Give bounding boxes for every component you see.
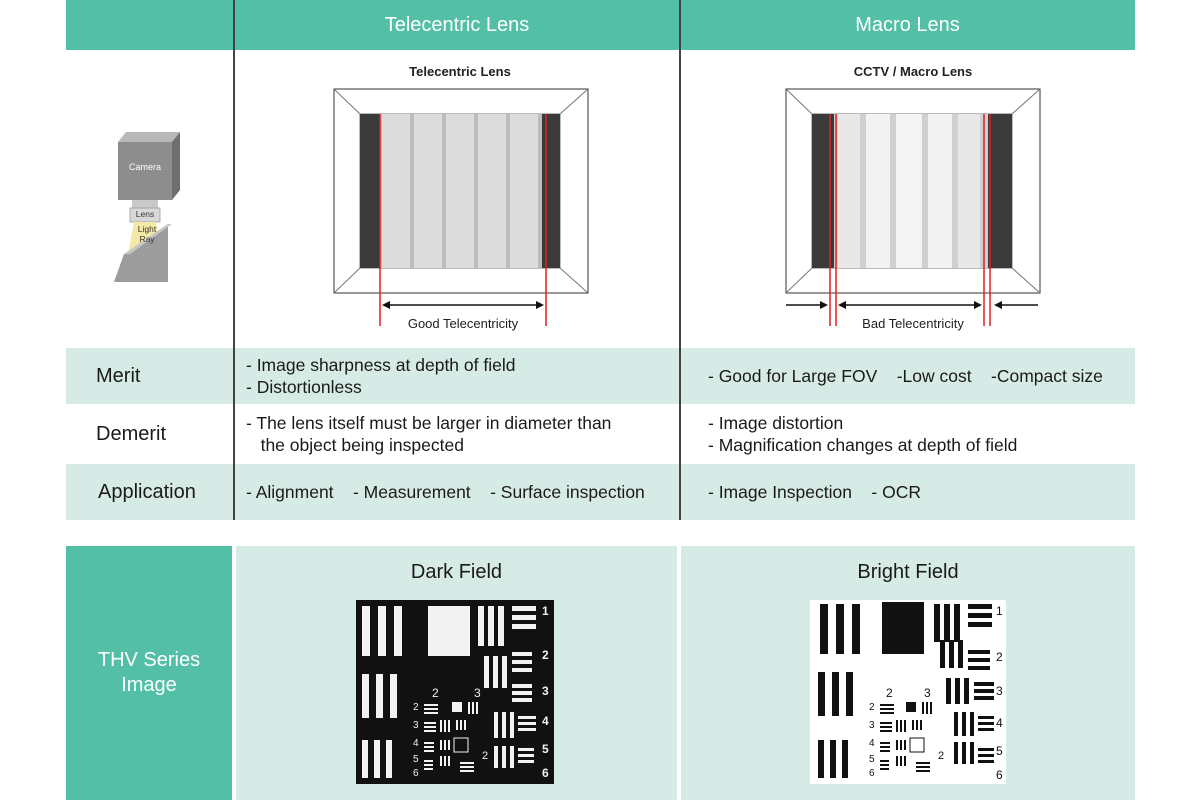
macro-illustration <box>785 88 1041 326</box>
macro-diagram-title: CCTV / Macro Lens <box>853 64 973 79</box>
application-label: Application <box>98 480 196 503</box>
application-telecentric-cell: - Alignment - Measurement - Surface insp… <box>246 464 676 520</box>
bright-inner-top-3: 3 <box>924 686 931 700</box>
application-macro-cell: - Image Inspection - OCR <box>708 464 1132 520</box>
dark-field-inner-labels: 2 3 2 3 4 5 6 2 <box>356 600 554 784</box>
bright-inner-top-2: 2 <box>886 686 893 700</box>
bright-side-number-5: 5 <box>996 744 1003 758</box>
dark-side-number-3: 3 <box>542 684 549 698</box>
header-telecentric: Telecentric Lens <box>234 0 680 50</box>
application-macro-line-1: - Image Inspection - OCR <box>708 482 921 502</box>
bright-inner-left-3: 3 <box>869 720 875 731</box>
dark-side-number-5: 5 <box>542 742 549 756</box>
demerit-telecentric-line-2: the object being inspected <box>246 435 464 455</box>
application-row <box>66 464 1135 520</box>
demerit-macro-line-2: - Magnification changes at depth of fiel… <box>708 435 1018 455</box>
telecentric-illustration <box>333 88 589 326</box>
macro-caption: Bad Telecentricity <box>862 316 964 331</box>
merit-label: Merit <box>96 364 141 387</box>
dark-field-bars <box>362 606 536 778</box>
bright-side-number-2: 2 <box>996 650 1003 664</box>
dark-side-number-4: 4 <box>542 714 549 728</box>
telecentric-diagram <box>330 86 592 334</box>
bright-inner-left-2: 2 <box>869 702 875 713</box>
telecentric-caption: Good Telecentricity <box>407 316 519 331</box>
lens-label: Lens <box>135 209 155 219</box>
merit-row <box>66 348 1135 404</box>
header-telecentric-title: Telecentric Lens <box>384 13 530 36</box>
bright-inner-left-5: 5 <box>869 754 875 765</box>
bright-side-number-1: 1 <box>996 604 1003 618</box>
bright-inner-small-2: 2 <box>938 750 945 762</box>
bright-field-bars <box>818 602 994 778</box>
bright-field-target <box>810 600 1006 784</box>
bright-side-number-4: 4 <box>996 716 1003 730</box>
dark-inner-left-6: 6 <box>413 768 419 779</box>
thv-series-line-1: THV Series <box>97 649 201 671</box>
merit-telecentric-cell: - Image sharpness at depth of field - Di… <box>246 348 676 404</box>
light-label-1: Light <box>137 224 157 234</box>
merit-telecentric-line-1: - Image sharpness at depth of field <box>246 355 516 375</box>
header-macro: Macro Lens <box>680 0 1135 50</box>
merit-telecentric-line-2: - Distortionless <box>246 377 362 397</box>
telecentric-diagram-title: Telecentric Lens <box>409 64 511 79</box>
camera-label: Camera <box>128 162 161 172</box>
dark-inner-left-2: 2 <box>413 702 419 713</box>
merit-macro-cell: - Good for Large FOV -Low cost -Compact … <box>708 348 1132 404</box>
dark-inner-left-3: 3 <box>413 720 419 731</box>
application-telecentric-line-1: - Alignment - Measurement - Surface insp… <box>246 482 645 502</box>
dark-inner-left-5: 5 <box>413 754 419 765</box>
header-bar-left <box>66 0 234 50</box>
bright-field-side-numbers: 1 2 3 4 5 6 <box>994 600 1008 784</box>
light-label-2: Ray <box>139 234 155 244</box>
camera-diagram: Camera Lens Light Ray <box>110 128 190 288</box>
dark-field-title: Dark Field <box>410 561 503 583</box>
bright-side-number-3: 3 <box>996 684 1003 698</box>
dark-side-number-6: 6 <box>542 766 549 780</box>
demerit-macro-cell: - Image distortion - Magnification chang… <box>708 406 1132 462</box>
bright-side-number-6: 6 <box>996 768 1003 782</box>
dark-inner-top-3: 3 <box>474 686 481 700</box>
bright-inner-left-6: 6 <box>869 768 875 779</box>
column-divider-right <box>679 0 681 520</box>
demerit-macro-line-1: - Image distortion <box>708 413 844 433</box>
column-divider-left <box>233 0 235 520</box>
thv-series-line-2: Image <box>121 674 177 696</box>
dark-inner-top-2: 2 <box>432 686 439 700</box>
dark-side-number-1: 1 <box>542 604 549 618</box>
dark-side-number-2: 2 <box>542 648 549 662</box>
dark-field-target <box>356 600 554 784</box>
macro-diagram <box>782 86 1042 334</box>
demerit-telecentric-line-1: - The lens itself must be larger in diam… <box>246 413 612 433</box>
demerit-telecentric-cell: - The lens itself must be larger in diam… <box>246 406 676 462</box>
bright-field-inner-labels: 2 3 2 3 4 5 6 2 <box>810 600 1006 784</box>
bright-field-title: Bright Field <box>857 561 959 583</box>
camera-illustration <box>114 132 180 282</box>
thv-series-label: THV Series Image <box>66 546 232 800</box>
merit-macro-line-1: - Good for Large FOV -Low cost -Compact … <box>708 366 1103 386</box>
bright-inner-left-4: 4 <box>869 738 875 749</box>
dark-inner-small-2: 2 <box>482 750 489 762</box>
dark-inner-left-4: 4 <box>413 738 419 749</box>
demerit-label: Demerit <box>96 422 167 445</box>
header-macro-title: Macro Lens <box>855 13 960 36</box>
dark-field-side-numbers: 1 2 3 4 5 6 <box>540 600 554 784</box>
